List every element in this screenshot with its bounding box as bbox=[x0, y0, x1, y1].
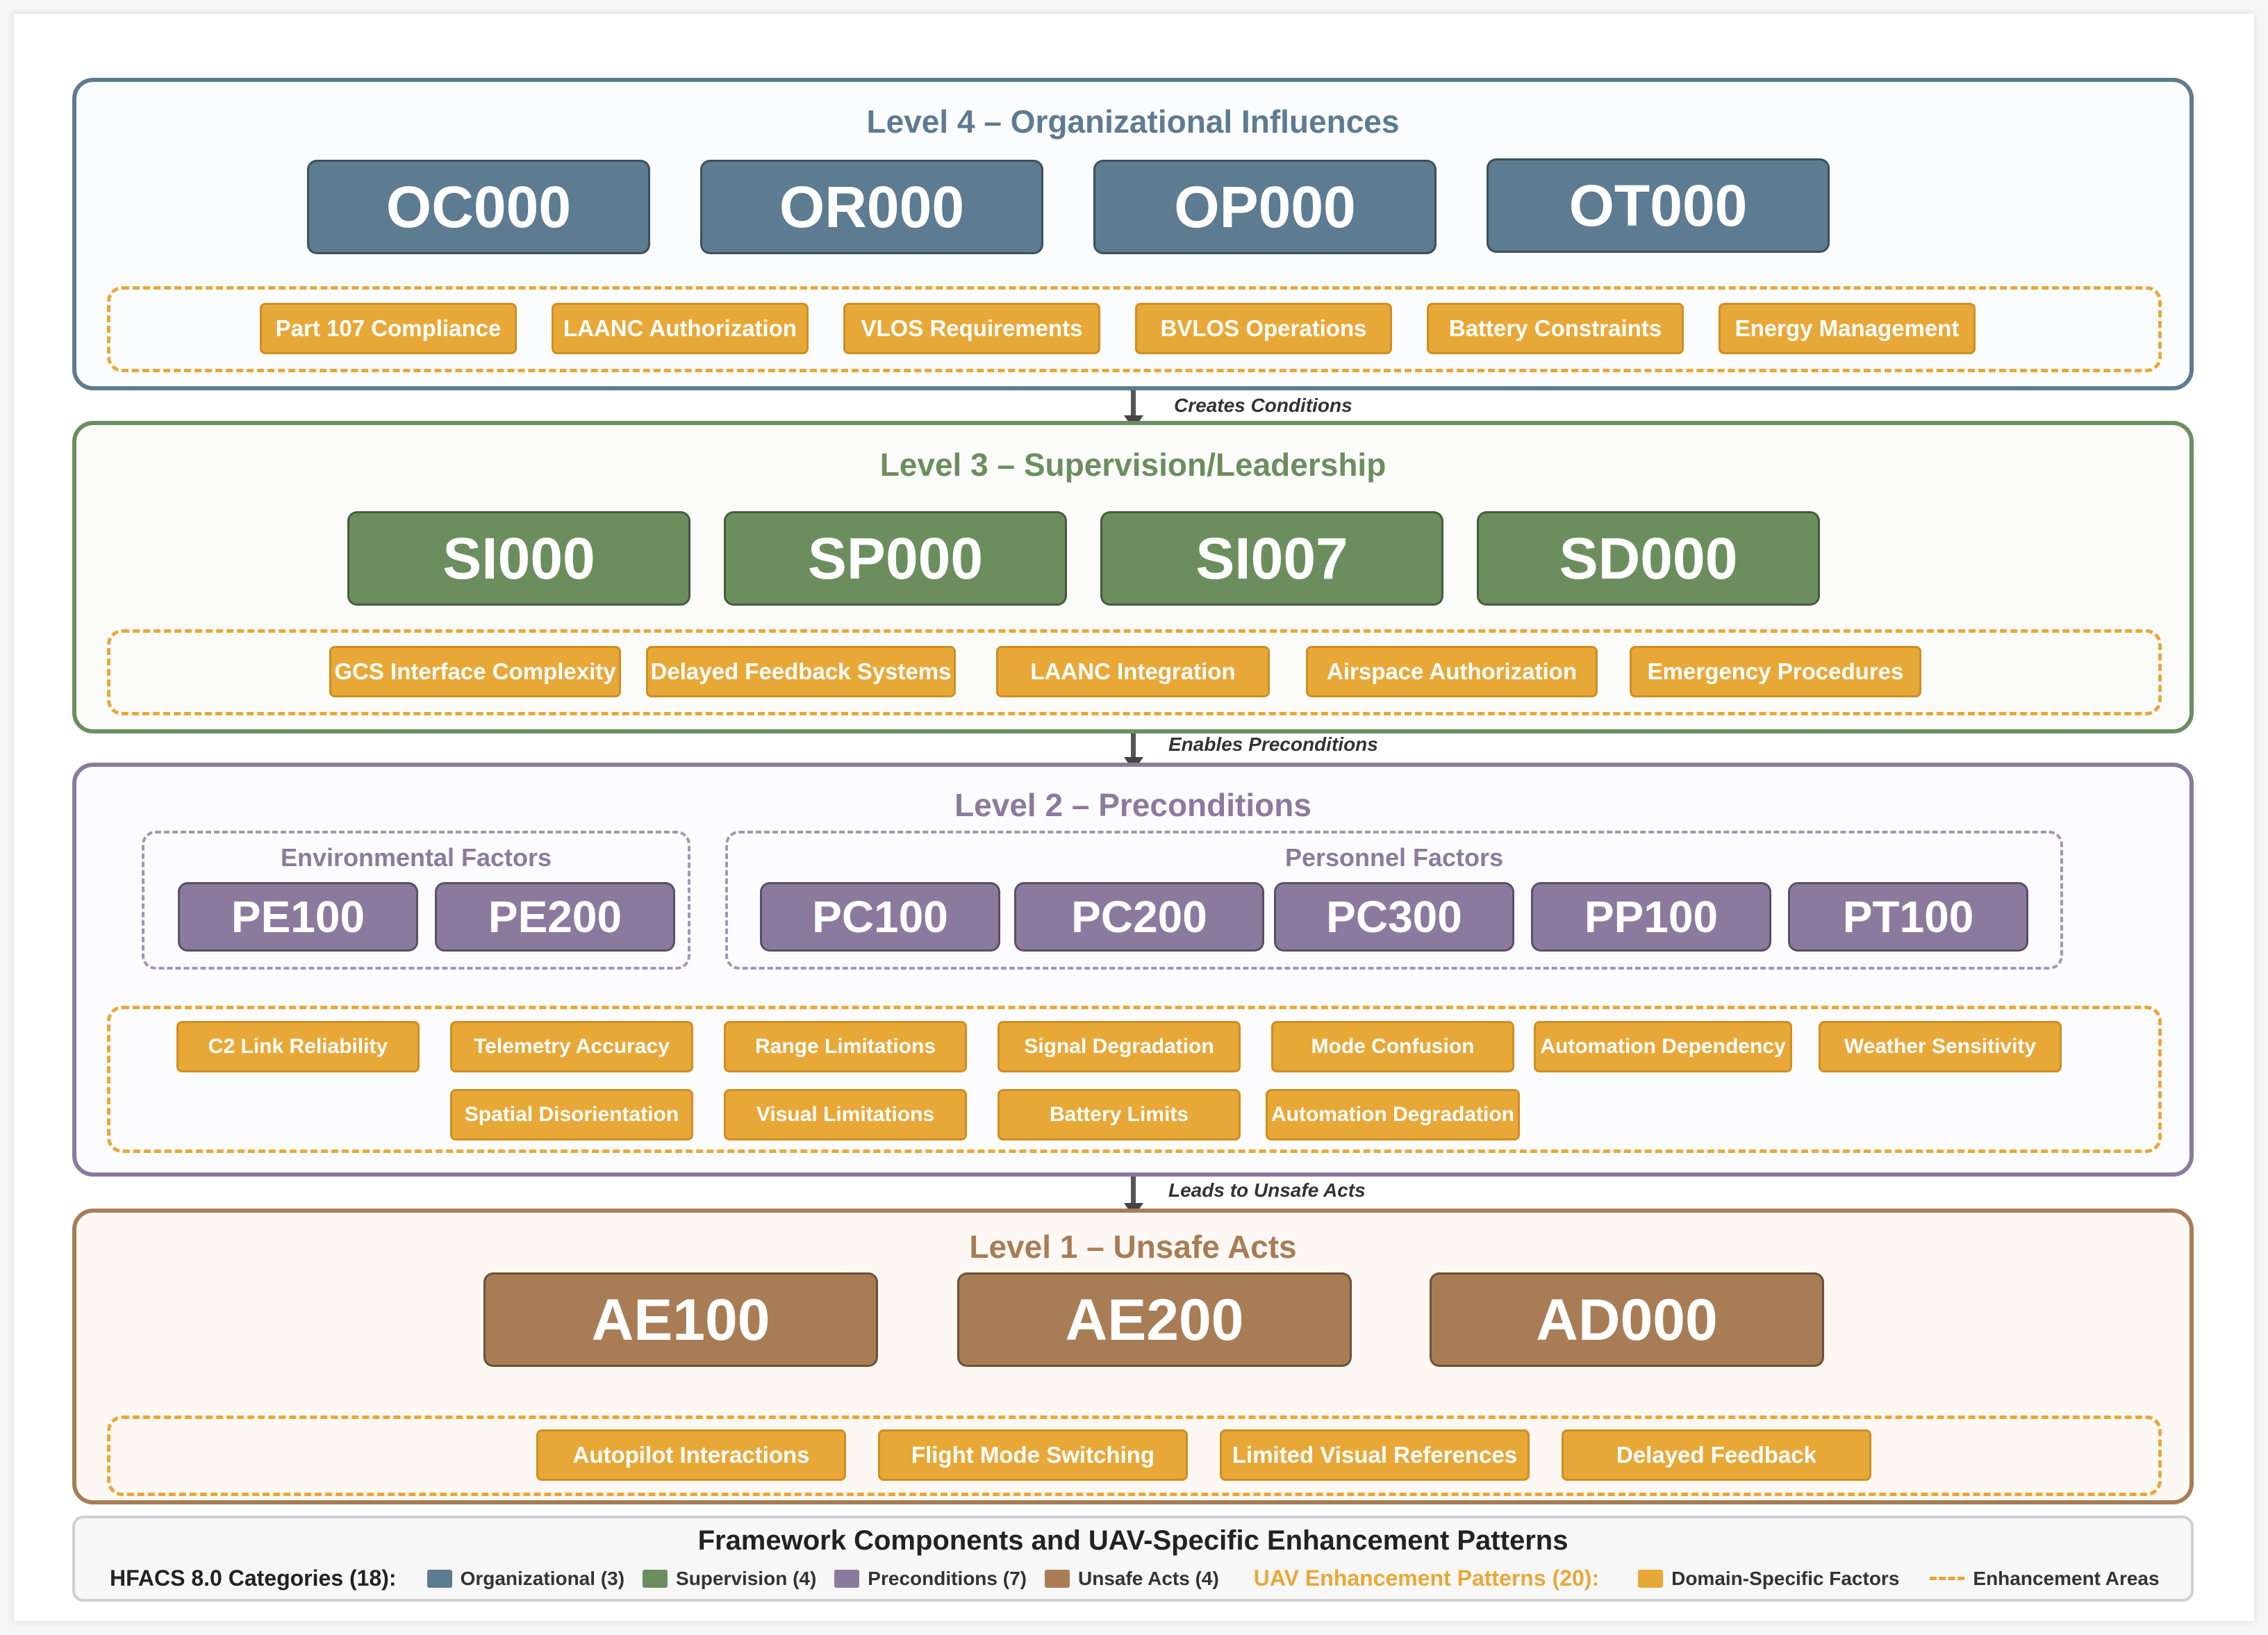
arrow-2-label: Enables Preconditions bbox=[1168, 733, 1378, 755]
code-pt100: PT100 bbox=[1788, 882, 2028, 952]
code-pp100: PP100 bbox=[1531, 882, 1771, 952]
supervision-swatch bbox=[643, 1569, 668, 1588]
pattern-energy-management: Energy Management bbox=[1719, 303, 1976, 354]
code-ad000: AD000 bbox=[1430, 1272, 1824, 1367]
level-2-title: Level 2 – Preconditions bbox=[954, 787, 1311, 823]
level-1-enhancement-area bbox=[107, 1416, 2162, 1496]
pattern-part-107: Part 107 Compliance bbox=[260, 303, 517, 354]
legend-unsafe-acts-label: Unsafe Acts (4) bbox=[1078, 1567, 1219, 1589]
code-pe200: PE200 bbox=[435, 882, 675, 952]
pattern-signal-degradation: Signal Degradation bbox=[998, 1021, 1241, 1072]
code-ae200: AE200 bbox=[957, 1272, 1352, 1367]
code-sd000: SD000 bbox=[1477, 511, 1820, 606]
legend-enhancement-areas: Enhancement Areas bbox=[1930, 1567, 2160, 1590]
enhancement-areas-dash bbox=[1930, 1577, 1965, 1580]
pattern-vlos: VLOS Requirements bbox=[843, 303, 1100, 354]
arrow-2-shaft bbox=[1131, 733, 1136, 760]
pattern-flight-mode-switching: Flight Mode Switching bbox=[878, 1429, 1188, 1481]
legend-panel: Framework Components and UAV-Specific En… bbox=[72, 1516, 2194, 1602]
pattern-battery-limits: Battery Limits bbox=[998, 1089, 1241, 1140]
legend-row: HFACS 8.0 Categories (18): Organizationa… bbox=[110, 1566, 2178, 1591]
pattern-airspace-authorization: Airspace Authorization bbox=[1306, 646, 1598, 697]
legend-unsafe-acts: Unsafe Acts (4) bbox=[1045, 1568, 1219, 1590]
pattern-spatial-disorientation: Spatial Disorientation bbox=[450, 1089, 693, 1140]
pattern-delayed-feedback: Delayed Feedback bbox=[1562, 1429, 1871, 1481]
level-4-box: Level 4 – Organizational Influences OC00… bbox=[72, 78, 2194, 390]
domain-factors-swatch bbox=[1638, 1569, 1664, 1588]
preconditions-swatch bbox=[834, 1569, 860, 1588]
code-op000: OP000 bbox=[1093, 160, 1437, 254]
level-3-enhancement-area bbox=[107, 629, 2162, 715]
code-ae100: AE100 bbox=[483, 1272, 878, 1367]
pattern-weather-sensitivity: Weather Sensitivity bbox=[1819, 1021, 2062, 1072]
pattern-battery-constraints: Battery Constraints bbox=[1427, 303, 1684, 354]
pattern-delayed-feedback-systems: Delayed Feedback Systems bbox=[646, 646, 956, 697]
level-4-title: Level 4 – Organizational Influences bbox=[866, 103, 1400, 140]
code-si000: SI000 bbox=[347, 511, 690, 606]
legend-supervision: Supervision (4) bbox=[643, 1568, 816, 1590]
pattern-c2-link: C2 Link Reliability bbox=[176, 1021, 420, 1072]
arrow-1-label: Creates Conditions bbox=[1174, 395, 1352, 416]
pattern-laanc-authorization: LAANC Authorization bbox=[552, 303, 809, 354]
arrow-1-shaft bbox=[1131, 390, 1136, 418]
arrow-3-shaft bbox=[1131, 1177, 1136, 1206]
code-si007: SI007 bbox=[1100, 511, 1443, 606]
legend-uav-label: UAV Enhancement Patterns (20): bbox=[1253, 1566, 1600, 1591]
legend-hfacs-label: HFACS 8.0 Categories (18): bbox=[110, 1566, 397, 1591]
pattern-telemetry-accuracy: Telemetry Accuracy bbox=[450, 1021, 693, 1072]
personnel-factors-group: Personnel Factors bbox=[725, 831, 2063, 970]
pattern-autopilot-interactions: Autopilot Interactions bbox=[536, 1429, 846, 1481]
legend-organizational-label: Organizational (3) bbox=[460, 1567, 625, 1589]
pattern-range-limitations: Range Limitations bbox=[724, 1021, 967, 1072]
environmental-factors-group: Environmental Factors bbox=[142, 831, 690, 970]
pattern-visual-limitations: Visual Limitations bbox=[724, 1089, 967, 1140]
unsafe-acts-swatch bbox=[1045, 1569, 1070, 1588]
level-3-box: Level 3 – Supervision/Leadership SI000 S… bbox=[72, 421, 2194, 733]
code-oc000: OC000 bbox=[307, 160, 650, 254]
code-pc100: PC100 bbox=[760, 882, 1000, 952]
personnel-factors-title: Personnel Factors bbox=[1284, 843, 1504, 872]
code-pc300: PC300 bbox=[1274, 882, 1514, 952]
legend-enhancement-areas-label: Enhancement Areas bbox=[1973, 1567, 2160, 1589]
level-1-box: Level 1 – Unsafe Acts AE100 AE200 AD000 … bbox=[72, 1209, 2194, 1504]
code-sp000: SP000 bbox=[724, 511, 1067, 606]
pattern-mode-confusion: Mode Confusion bbox=[1271, 1021, 1514, 1072]
pattern-automation-dependency: Automation Dependency bbox=[1534, 1021, 1792, 1072]
level-1-title: Level 1 – Unsafe Acts bbox=[969, 1229, 1297, 1265]
pattern-limited-visual-references: Limited Visual References bbox=[1220, 1429, 1530, 1481]
legend-organizational: Organizational (3) bbox=[427, 1568, 624, 1590]
code-pc200: PC200 bbox=[1014, 882, 1264, 952]
organizational-swatch bbox=[427, 1569, 452, 1588]
legend-preconditions: Preconditions (7) bbox=[834, 1568, 1027, 1590]
pattern-emergency-procedures: Emergency Procedures bbox=[1630, 646, 1921, 697]
legend-supervision-label: Supervision (4) bbox=[676, 1567, 817, 1589]
pattern-laanc-integration: LAANC Integration bbox=[996, 646, 1270, 697]
pattern-gcs-interface: GCS Interface Complexity bbox=[329, 646, 621, 697]
legend-title: Framework Components and UAV-Specific En… bbox=[697, 1525, 1568, 1556]
arrow-3-label: Leads to Unsafe Acts bbox=[1168, 1179, 1366, 1201]
code-pe100: PE100 bbox=[178, 882, 418, 952]
pattern-automation-degradation: Automation Degradation bbox=[1266, 1089, 1520, 1140]
level-3-title: Level 3 – Supervision/Leadership bbox=[879, 447, 1387, 483]
environmental-factors-title: Environmental Factors bbox=[280, 843, 552, 872]
pattern-bvlos: BVLOS Operations bbox=[1135, 303, 1392, 354]
level-2-enhancement-area bbox=[107, 1006, 2162, 1153]
legend-preconditions-label: Preconditions (7) bbox=[868, 1567, 1027, 1589]
level-2-box: Level 2 – Preconditions Environmental Fa… bbox=[72, 763, 2194, 1177]
code-or000: OR000 bbox=[700, 160, 1043, 254]
level-4-enhancement-area bbox=[107, 286, 2162, 372]
legend-domain-factors-label: Domain-Specific Factors bbox=[1671, 1567, 1900, 1589]
legend-domain-factors: Domain-Specific Factors bbox=[1638, 1568, 1899, 1590]
code-ot000: OT000 bbox=[1487, 158, 1830, 253]
